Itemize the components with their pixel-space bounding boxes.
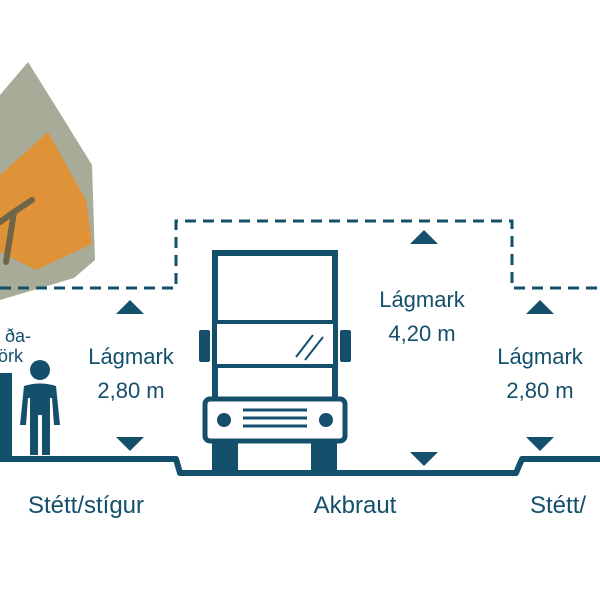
right-clearance-top-arrow: [526, 300, 554, 314]
center-height-label: Lágmark: [379, 287, 466, 312]
center-clearance-bottom-arrow: [410, 452, 438, 466]
center-zone-label: Akbraut: [314, 492, 397, 519]
green-strip-label-line1: ða-: [5, 326, 31, 346]
truck-icon: [199, 250, 351, 472]
left-clearance-top-arrow: [116, 300, 144, 314]
right-clearance-bottom-arrow: [526, 437, 554, 451]
right-height-label: Lágmark: [497, 344, 584, 369]
pedestrian-icon: [20, 360, 60, 455]
left-height-value: 2,80 m: [97, 378, 164, 403]
right-height-value: 2,80 m: [506, 378, 573, 403]
green-strip-label-line2: örk: [0, 346, 24, 366]
center-clearance-top-arrow: [410, 230, 438, 244]
left-clearance-bottom-arrow: [116, 437, 144, 451]
center-height-value: 4,20 m: [388, 321, 455, 346]
clearance-outline: [0, 219, 600, 290]
ground-profile: [0, 456, 600, 476]
left-zone-label: Stétt/stígur: [28, 492, 144, 519]
right-zone-label: Stétt/: [530, 492, 586, 519]
tree-icon: [0, 62, 95, 300]
left-height-label: Lágmark: [88, 344, 175, 369]
green-strip-post: [0, 373, 12, 459]
